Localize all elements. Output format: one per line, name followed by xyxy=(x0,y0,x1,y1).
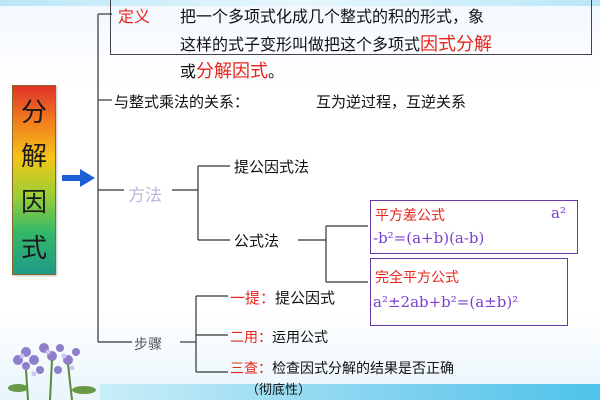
definition-line-2: 这样的式子变形叫做把这个多项式因式分解 xyxy=(180,30,492,56)
bottom-band xyxy=(100,384,600,400)
steps-label: 步骤 xyxy=(134,337,162,353)
title-char-4: 式 xyxy=(20,234,47,264)
title-char-2: 解 xyxy=(20,142,47,172)
method-item-formula: 公式法 xyxy=(234,232,280,250)
definition-line-3: 或分解因式。 xyxy=(180,57,284,83)
top-stripe xyxy=(0,0,600,6)
formula-2-name: 完全平方公式 xyxy=(375,270,459,286)
step-3-text: 检查因式分解的结果是否正确 xyxy=(272,361,454,377)
formula-2-expression: a²±2ab+b²=(a±b)² xyxy=(373,293,519,311)
step-3-prefix: 三查： xyxy=(230,361,272,377)
definition-line-3-prefix: 或 xyxy=(180,62,197,81)
method-item-common-factor: 提公因式法 xyxy=(234,158,310,176)
step-2-prefix: 二用： xyxy=(230,330,272,346)
step-1-text: 提公因式 xyxy=(275,289,336,307)
step-2: 二用：运用公式 xyxy=(230,327,328,347)
step-3: 三查：检查因式分解的结果是否正确 xyxy=(230,358,454,378)
definition-keyword-1: 因式分解 xyxy=(420,34,493,55)
right-arrow-icon xyxy=(62,169,95,187)
formula-1-expression: -b²=(a+b)(a-b) xyxy=(373,229,485,247)
formula-box-difference-of-squares: 平方差公式 a² -b²=(a+b)(a-b) xyxy=(370,200,578,254)
title-char-3: 因 xyxy=(20,188,47,218)
flower-decoration-icon xyxy=(8,343,96,400)
step-2-text: 运用公式 xyxy=(272,330,328,346)
definition-line-2-text: 这样的式子变形叫做把这个多项式 xyxy=(180,35,421,54)
step-3-note: （彻底性） xyxy=(246,383,312,398)
formula-1-tail: a² xyxy=(551,204,566,222)
definition-line-3-suffix: 。 xyxy=(268,62,285,81)
formula-box-perfect-square: 完全平方公式 a²±2ab+b²=(a±b)² xyxy=(370,258,568,326)
formula-1-name: 平方差公式 xyxy=(375,208,445,224)
relation-label: 与整式乘法的关系： xyxy=(114,93,250,111)
definition-label: 定义 xyxy=(118,7,151,26)
step-1-prefix: 一提： xyxy=(230,289,276,307)
method-label: 方法 xyxy=(128,186,162,206)
relation-value: 互为逆过程，互逆关系 xyxy=(316,93,467,111)
definition-frame xyxy=(110,0,592,55)
definition-line-1: 把一个多项式化成几个整式的积的形式，象 xyxy=(180,7,485,26)
title-char-1: 分 xyxy=(20,98,47,128)
title-box: 分 解 因 式 xyxy=(12,85,56,275)
definition-keyword-2: 分解因式 xyxy=(196,61,269,82)
step-1: 一提：提公因式 xyxy=(230,287,335,308)
